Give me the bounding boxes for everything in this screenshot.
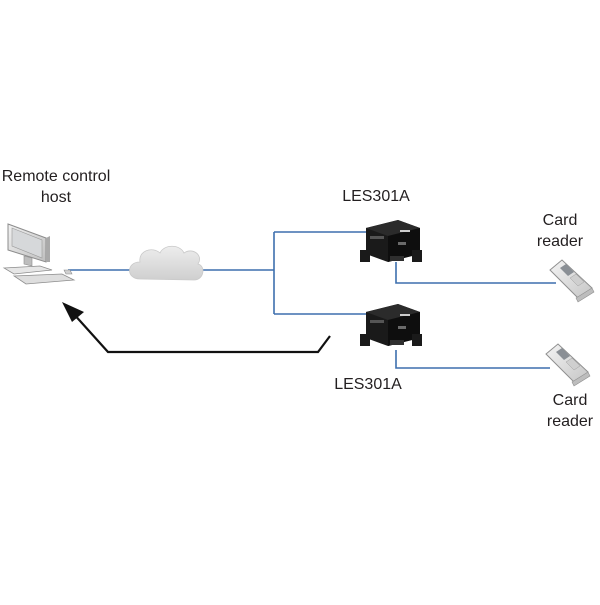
arrowhead-icon bbox=[62, 302, 84, 322]
reader-bottom-label-line1: Card bbox=[552, 392, 588, 409]
link-device-bottom-reader-bottom bbox=[395, 350, 550, 369]
host-label-line2: host bbox=[40, 189, 72, 206]
card-reader-icon bbox=[545, 343, 591, 387]
reader-top-label: Card reader bbox=[530, 210, 590, 252]
internet-cloud-icon bbox=[129, 245, 204, 281]
return-arrow bbox=[62, 302, 331, 354]
host-label: Remote control host bbox=[0, 166, 112, 208]
reader-top-label-line2: reader bbox=[536, 233, 584, 250]
host-label-line1: Remote control bbox=[1, 168, 111, 185]
reader-top-label-line1: Card bbox=[542, 212, 578, 229]
reader-bottom-label-line2: reader bbox=[546, 413, 594, 430]
les301a-device-icon bbox=[360, 220, 422, 262]
card-reader-icon bbox=[549, 259, 595, 303]
les301a-device-icon bbox=[360, 304, 422, 346]
device-top-label: LES301A bbox=[342, 188, 410, 205]
computer-icon bbox=[2, 223, 76, 285]
device-bottom-label: LES301A bbox=[334, 376, 402, 393]
link-device-top-reader-top bbox=[395, 262, 556, 284]
reader-bottom-label: Card reader bbox=[540, 390, 600, 432]
